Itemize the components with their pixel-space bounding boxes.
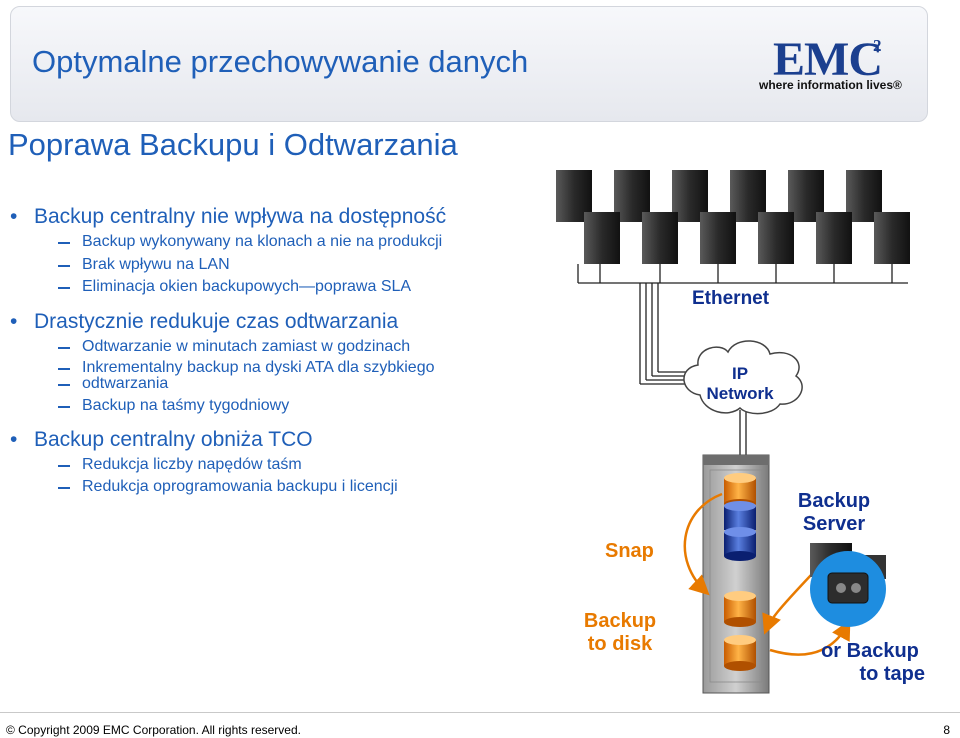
disk-stack xyxy=(724,473,756,671)
logo-tagline: where information lives® xyxy=(759,78,902,92)
page-number: 8 xyxy=(943,723,950,737)
tape-icon xyxy=(810,551,886,627)
page-title: Optymalne przechowywanie danych xyxy=(32,44,529,79)
server-icons xyxy=(556,170,910,264)
title-banner xyxy=(10,6,928,122)
logo-superscript: 2 xyxy=(873,36,882,55)
logo-word: EMC xyxy=(773,33,883,86)
emc-logo: EMC 2 where information lives® xyxy=(755,33,905,98)
ip-network-cloud xyxy=(683,340,803,415)
copyright-text: © Copyright 2009 EMC Corporation. All ri… xyxy=(6,723,301,737)
footer: © Copyright 2009 EMC Corporation. All ri… xyxy=(0,712,960,738)
snap-label: Snap xyxy=(605,540,654,562)
slide-subtitle: Poprawa Backupu i Odtwarzania xyxy=(8,127,458,162)
ethernet-label: Ethernet xyxy=(692,288,770,309)
flow-arrows xyxy=(683,492,851,656)
